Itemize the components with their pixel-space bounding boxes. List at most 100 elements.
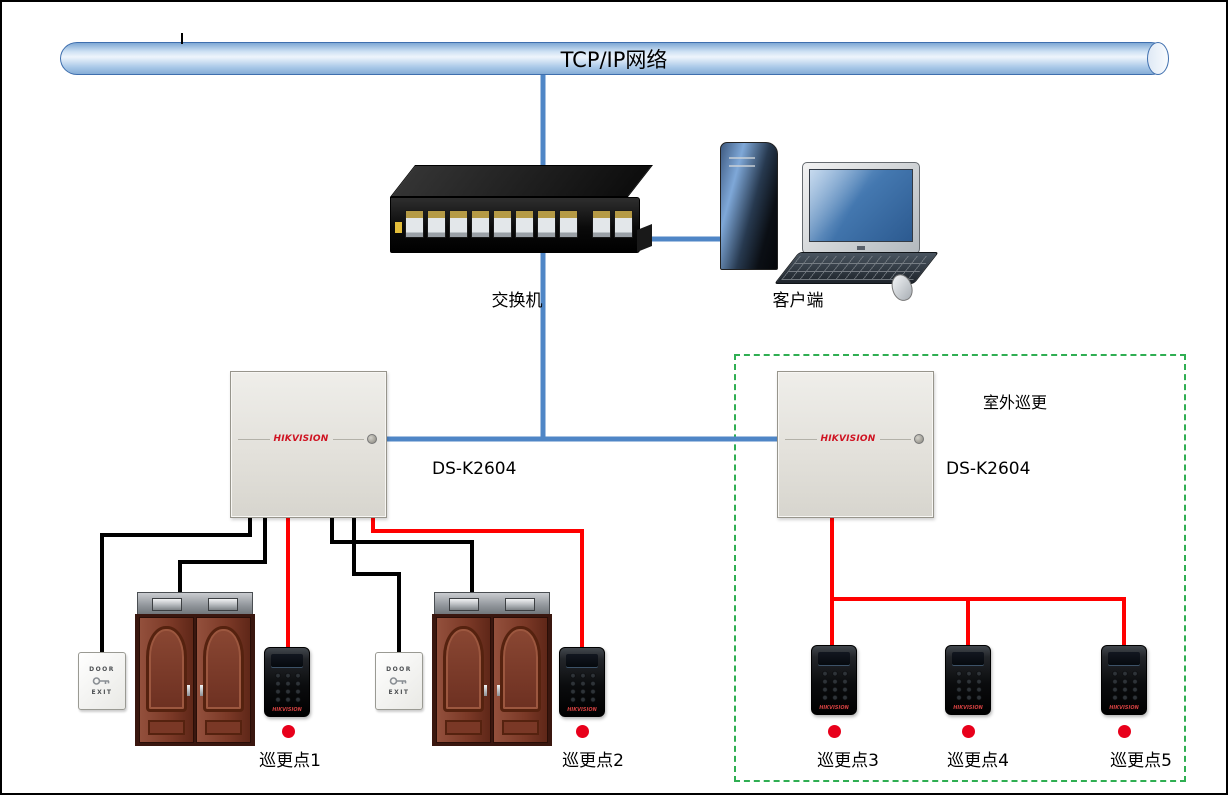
rj45-uplink-port [592, 210, 611, 238]
monitor-power-button [857, 246, 865, 250]
computer-tower [720, 142, 778, 270]
door-panel-lower [148, 720, 185, 735]
port-gap [581, 210, 589, 238]
reader-display [952, 652, 984, 665]
keyboard [774, 252, 940, 284]
patrol-point-2-label: 巡更点2 [562, 751, 624, 771]
reader-display [1108, 652, 1140, 665]
card-reader-3: HIKVISION [811, 645, 857, 715]
door-panel [203, 626, 244, 712]
faceplate-line-right [879, 438, 912, 440]
rj45-port [515, 210, 534, 238]
stray-mark [181, 33, 183, 44]
rj45-port [537, 210, 556, 238]
rj45-port [559, 210, 578, 238]
rj45-uplink-port [614, 210, 633, 238]
reader-brand: HIKVISION [953, 705, 983, 711]
faceplate-line-right [332, 438, 365, 440]
reader-keypad [820, 670, 848, 702]
patrol-dot-3 [828, 725, 841, 738]
patrol-dot-1 [282, 725, 295, 738]
reader-brand: HIKVISION [272, 707, 302, 713]
card-reader-4: HIKVISION [945, 645, 991, 715]
monitor-screen [809, 169, 913, 242]
double-door [135, 614, 255, 746]
controller-faceplate-line: HIKVISION [238, 434, 365, 444]
magnetic-lock [137, 592, 253, 616]
reader-display [566, 654, 598, 667]
door-panel-lower [502, 720, 539, 735]
rj45-port [493, 210, 512, 238]
key-icon [389, 677, 407, 685]
faceplate-line-left [238, 438, 270, 440]
patrol-point-4-label: 巡更点4 [947, 751, 1009, 771]
cabinet-lock-knob [914, 434, 924, 444]
rj45-port [449, 210, 468, 238]
door-handle [187, 684, 190, 696]
network-backbone: TCP/IP网络 [60, 42, 1169, 75]
door-leaf-left [436, 617, 491, 743]
drive-bays [729, 157, 755, 173]
rj45-port [471, 210, 490, 238]
outdoor-patrol-zone [734, 354, 1186, 782]
controller-right-model: DS-K2604 [946, 459, 1031, 479]
client-computer [714, 134, 940, 304]
exit-button-1: DOOR EXIT [78, 652, 126, 710]
wire-reader-2 [371, 518, 584, 649]
network-pipe-cap [1147, 42, 1169, 75]
door-leaf-left [139, 617, 194, 743]
patrol-point-3-label: 巡更点3 [817, 751, 879, 771]
patrol-dot-2 [576, 725, 589, 738]
wire-exit-button-1 [100, 518, 252, 654]
switch-top-face [390, 165, 654, 197]
maglock-armature [152, 598, 182, 611]
reader-keypad [1110, 670, 1138, 702]
access-controller-right: HIKVISION [777, 371, 934, 518]
patrol-dot-5 [1118, 725, 1131, 738]
outdoor-zone-label: 室外巡更 [982, 393, 1047, 412]
door-handle [484, 684, 487, 696]
hikvision-logo: HIKVISION [273, 434, 329, 444]
patrol-point-1-label: 巡更点1 [259, 751, 321, 771]
door-panel [443, 626, 484, 712]
key-icon [92, 677, 110, 685]
exit-button-door-text: DOOR [89, 666, 115, 673]
controller-faceplate-line: HIKVISION [785, 434, 912, 444]
maglock-armature [208, 598, 238, 611]
exit-button-exit-text: EXIT [91, 689, 113, 696]
door-leaf-right [196, 617, 251, 743]
reader-keypad [568, 672, 596, 704]
reader-keypad [273, 672, 301, 704]
reader-display [818, 652, 850, 665]
maglock-armature [505, 598, 535, 611]
door-panel-lower [445, 720, 482, 735]
client-label: 客户端 [772, 291, 824, 311]
network-label: TCP/IP网络 [560, 47, 668, 72]
reader-brand: HIKVISION [819, 705, 849, 711]
door-handle [497, 684, 500, 696]
reader-brand: HIKVISION [567, 707, 597, 713]
access-controller-left: HIKVISION [230, 371, 387, 518]
switch-label: 交换机 [491, 291, 543, 311]
wire-door-2 [330, 518, 474, 598]
patrol-point-5-label: 巡更点5 [1110, 751, 1172, 771]
switch-mounting-ear [637, 223, 652, 253]
maglock-armature [449, 598, 479, 611]
card-reader-1: HIKVISION [264, 647, 310, 717]
rj45-port [427, 210, 446, 238]
hikvision-logo: HIKVISION [820, 434, 876, 444]
exit-button-2: DOOR EXIT [375, 652, 423, 710]
network-switch [390, 165, 656, 255]
faceplate-line-left [785, 438, 817, 440]
door-panel [146, 626, 187, 712]
door-handle [200, 684, 203, 696]
door-leaf-right [493, 617, 548, 743]
cabinet-lock-knob [367, 434, 377, 444]
door-1 [135, 592, 255, 746]
magnetic-lock [434, 592, 550, 616]
switch-front-face [390, 197, 652, 253]
controller-left-model: DS-K2604 [432, 459, 517, 479]
switch-port-row [405, 210, 633, 238]
